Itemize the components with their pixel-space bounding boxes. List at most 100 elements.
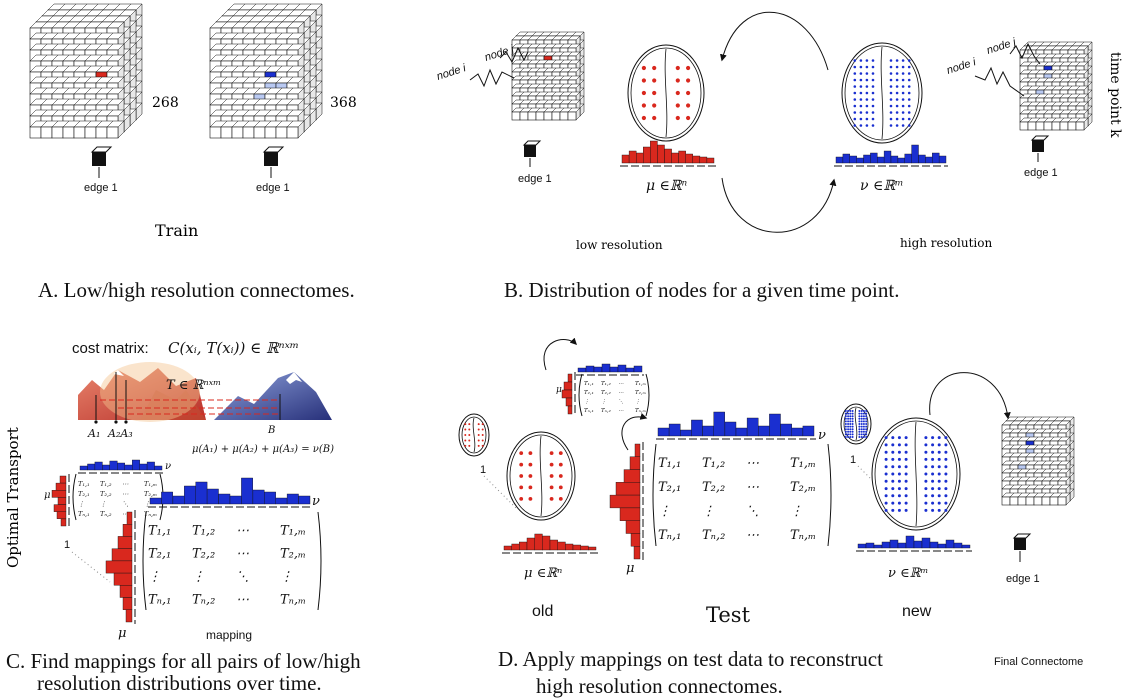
hist-bar: [953, 542, 963, 549]
brain-node-dot: [860, 423, 863, 425]
brain-node-dot: [528, 474, 533, 478]
brain-node-dot: [847, 412, 850, 415]
brain-node-dot: [528, 462, 533, 467]
nu-d-big: ν: [818, 428, 826, 443]
nu-c-small: ν: [165, 461, 171, 472]
brain-node-dot: [889, 111, 893, 114]
brain-node-dot: [897, 443, 901, 447]
brain-node-dot: [901, 98, 905, 101]
hist-bar: [897, 157, 906, 164]
brain-node-dot: [858, 415, 861, 418]
panel-c: Optimal Transport cost matrix: C(xᵢ, T(x…: [4, 339, 361, 695]
cube-cell: [559, 111, 569, 121]
new-label: new: [902, 603, 932, 620]
hist-bar: [621, 154, 630, 164]
brain-node-dot: [871, 65, 875, 69]
edge-cube-b-left: [522, 140, 542, 167]
brain-inner-outline: [461, 416, 487, 454]
brain-node-dot: [889, 124, 893, 127]
brain-node-dot: [907, 72, 911, 75]
brain-node-dot: [907, 117, 911, 121]
brain-d-new: [871, 417, 961, 531]
brain-node-dot: [847, 433, 850, 436]
brain-node-dot: [937, 472, 941, 476]
hist-bar: [585, 365, 595, 373]
caption-c-line2: resolution distributions over time.: [37, 671, 322, 695]
brain-node-dot: [859, 85, 863, 88]
brain-node-dot: [844, 433, 847, 436]
matrix-cell: T₁,ₘ: [280, 523, 306, 538]
hist-bar: [113, 572, 133, 586]
brain-node-dot: [895, 78, 899, 82]
cube-cell: [551, 111, 561, 121]
brain-node-dot: [865, 428, 868, 431]
hist-bar: [724, 421, 737, 437]
hist-bar: [657, 144, 665, 164]
cube-cell: [1001, 496, 1011, 506]
matrix-cell: ⋯: [122, 490, 129, 498]
matrix-cell: ⋯: [236, 592, 249, 607]
matrix-cell: ⋯: [746, 456, 759, 471]
cube-cell: [1051, 121, 1061, 131]
one-left-d: 1: [480, 464, 486, 476]
brain-node-dot: [844, 436, 847, 438]
brain-node-dot: [851, 410, 854, 412]
hist-bar: [51, 490, 67, 498]
hist-bar: [119, 585, 133, 598]
brain-node-dot: [904, 436, 908, 440]
hist-bar: [706, 157, 715, 164]
brain-node-dot: [865, 111, 869, 114]
hist-bar: [758, 425, 770, 437]
hist-bar: [59, 475, 67, 484]
hist-bar: [542, 535, 551, 551]
brain-node-dot: [937, 443, 941, 447]
brain-node-dot: [865, 104, 869, 108]
hist-bar: [873, 544, 883, 549]
cube-cell: [1043, 121, 1053, 131]
brain-node-dot: [686, 90, 691, 96]
brain-node-dot: [468, 434, 471, 436]
hist-bar: [60, 518, 67, 527]
hist-bar: [241, 477, 253, 505]
brain-node-dot: [871, 72, 875, 75]
brain-node-dot: [686, 78, 691, 83]
brain-node-dot: [849, 436, 852, 438]
hist-bar: [229, 495, 242, 505]
brain-node-dot: [897, 450, 901, 454]
matrix-cell: ⋯: [618, 408, 624, 414]
brain-node-dot: [558, 462, 563, 467]
brain-node-dot: [937, 457, 941, 461]
matrix-cell: Tₙ,₁: [148, 592, 171, 607]
hist-bar: [53, 504, 67, 512]
brain-node-dot: [858, 425, 861, 428]
matrix-cell: ⋯: [618, 390, 624, 396]
brain-node-dot: [907, 111, 911, 114]
hist-bar: [298, 495, 311, 505]
brain-node-dot: [904, 443, 908, 447]
brain-node-dot: [884, 508, 888, 512]
brain-node-dot: [904, 457, 908, 461]
brain-node-dot: [860, 430, 863, 433]
hist-bar: [139, 463, 148, 471]
brain-node-dot: [464, 434, 467, 436]
hist-bar: [617, 364, 627, 373]
brain-node-dot: [891, 443, 895, 447]
hist-bar: [609, 366, 619, 373]
cube-cell: [1057, 496, 1067, 506]
brain-node-dot: [528, 451, 533, 455]
cube-cell: [231, 126, 244, 139]
brain-node-dot: [686, 115, 691, 121]
brain-node-dot: [652, 103, 657, 108]
brain-node-dot: [871, 104, 875, 108]
brain-node-dot: [871, 111, 875, 114]
brain-node-dot: [849, 430, 852, 433]
brain-node-dot: [641, 115, 647, 121]
brain-node-dot: [944, 501, 948, 505]
brain-node-dot: [891, 479, 895, 483]
brain-node-dot: [860, 436, 863, 438]
sum-formula: μ(A₁) + μ(A₂) + μ(A₃) = ν(B): [192, 444, 334, 455]
brain-node-dot: [944, 450, 948, 454]
low-resolution-label: low resolution: [576, 238, 663, 252]
dotted-link-c: [71, 551, 111, 583]
